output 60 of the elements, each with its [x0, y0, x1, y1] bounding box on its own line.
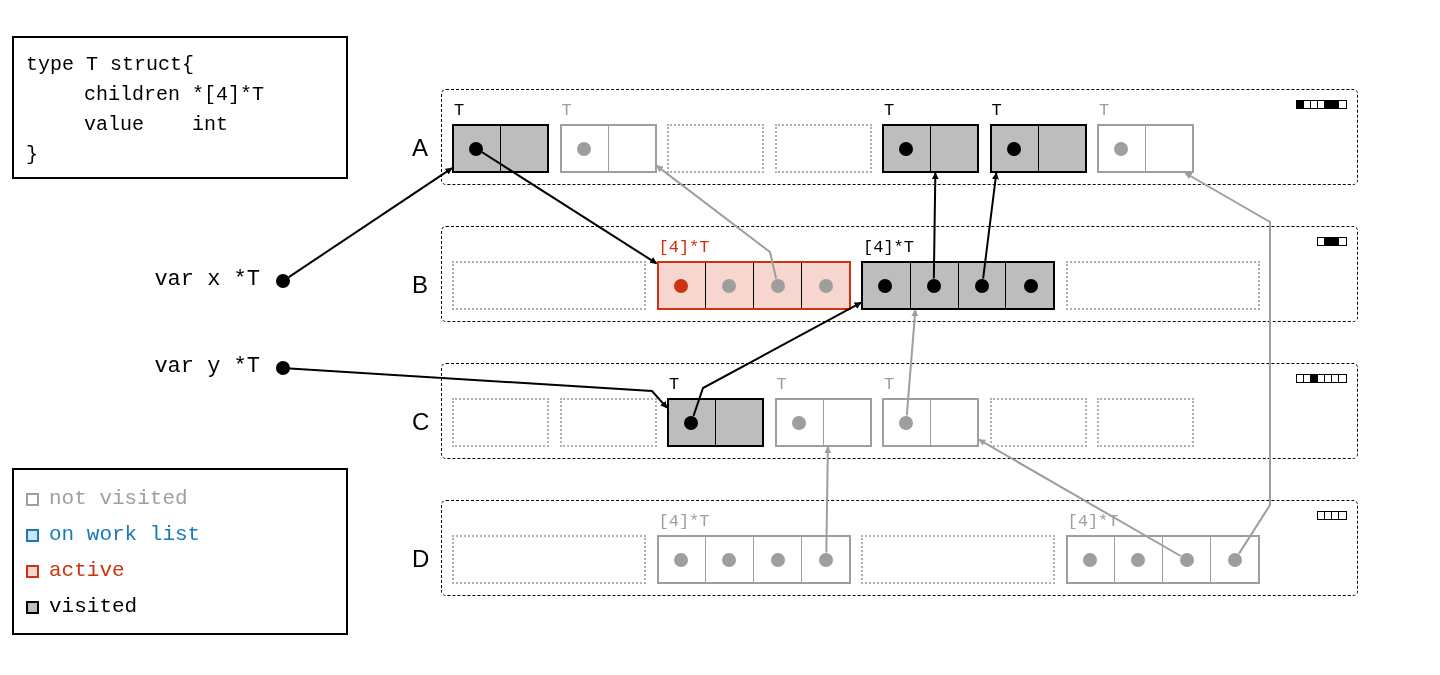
arrow — [287, 167, 453, 279]
struct-object-box — [774, 398, 872, 447]
free-slot — [861, 535, 1055, 584]
code-line: } — [26, 142, 38, 168]
arrow — [1184, 172, 1271, 555]
legend-text: visited — [49, 594, 138, 620]
span-label: B — [412, 270, 428, 299]
struct-object-box — [1097, 124, 1194, 173]
type-label: [4]*T — [1067, 512, 1119, 532]
array-object-box — [1065, 535, 1260, 584]
free-slot — [1065, 261, 1260, 310]
struct-object-box — [882, 124, 979, 173]
code-line: type T struct{ — [26, 52, 195, 78]
type-label: T — [776, 375, 787, 395]
variable-label: var x *T — [154, 266, 260, 294]
arrow — [931, 172, 939, 280]
type-label: [4]*T — [658, 512, 710, 532]
arrow — [289, 367, 668, 409]
free-slot — [989, 398, 1087, 447]
struct-object-box — [559, 124, 657, 173]
free-slot — [1097, 398, 1194, 447]
type-label: T — [884, 375, 895, 395]
legend-text: on work list — [49, 522, 201, 548]
arrow — [692, 301, 862, 417]
free-slot — [452, 398, 549, 447]
free-slot — [559, 398, 657, 447]
struct-object-box — [989, 124, 1087, 173]
legend-text: active — [49, 558, 125, 584]
type-label: T — [454, 101, 465, 121]
span-label: D — [412, 544, 430, 573]
type-label: T — [884, 101, 895, 121]
struct-object-box — [667, 398, 764, 447]
arrow — [481, 151, 658, 265]
arrow — [655, 164, 778, 280]
type-label: [4]*T — [863, 238, 914, 258]
code-box — [12, 36, 348, 179]
free-slot — [774, 124, 872, 173]
type-label: T — [669, 375, 680, 395]
free-slot — [452, 261, 646, 310]
free-slot — [667, 124, 764, 173]
legend-text: not visited — [49, 486, 188, 512]
type-label: [4]*T — [658, 238, 710, 258]
type-label: T — [561, 101, 572, 121]
struct-object-box — [452, 124, 549, 173]
span-label: C — [412, 407, 430, 436]
array-object-box — [656, 535, 851, 584]
type-label: T — [1099, 101, 1110, 121]
code-line: children *[4]*T — [84, 82, 265, 108]
free-slot — [452, 535, 646, 584]
array-object-box — [656, 261, 851, 310]
arrow — [978, 438, 1182, 557]
struct-object-box — [882, 398, 979, 447]
variable-label: var y *T — [154, 353, 260, 381]
type-label: T — [991, 101, 1002, 121]
code-line: value int — [84, 112, 229, 138]
span-label: A — [412, 133, 428, 162]
arrow — [905, 309, 919, 417]
arrow — [824, 446, 832, 554]
array-object-box — [861, 261, 1055, 310]
arrow — [982, 172, 999, 280]
